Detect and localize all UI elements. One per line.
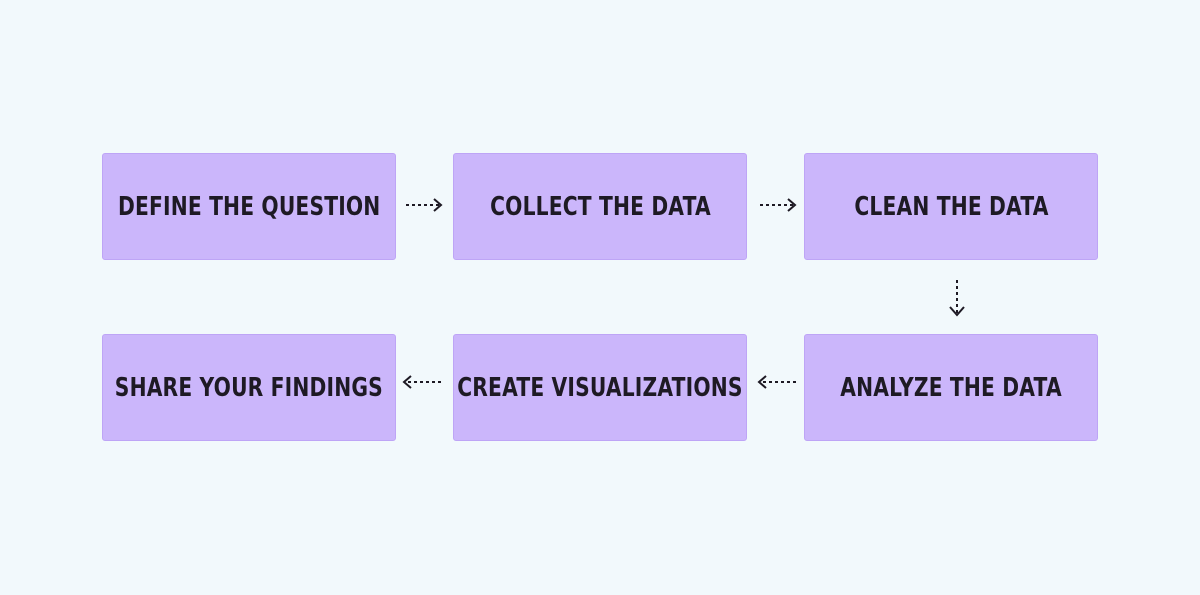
step-label: ANALYZE THE DATA: [840, 372, 1062, 403]
step-collect-the-data: COLLECT THE DATA: [453, 153, 747, 260]
arrow-right-icon: [406, 198, 443, 212]
step-define-the-question: DEFINE THE QUESTION: [102, 153, 396, 260]
step-share-your-findings: SHARE YOUR FINDINGS: [102, 334, 396, 441]
arrow-right-icon: [760, 198, 797, 212]
arrow-left-icon: [402, 375, 441, 389]
step-label: COLLECT THE DATA: [489, 191, 711, 222]
step-create-visualizations: CREATE VISUALIZATIONS: [453, 334, 747, 441]
step-analyze-the-data: ANALYZE THE DATA: [804, 334, 1098, 441]
arrow-left-icon: [757, 375, 796, 389]
arrow-down-icon: [949, 280, 965, 317]
step-label: CLEAN THE DATA: [853, 191, 1049, 222]
step-label: SHARE YOUR FINDINGS: [114, 372, 384, 403]
step-clean-the-data: CLEAN THE DATA: [804, 153, 1098, 260]
step-label: DEFINE THE QUESTION: [117, 191, 381, 222]
step-label: CREATE VISUALIZATIONS: [457, 372, 743, 403]
